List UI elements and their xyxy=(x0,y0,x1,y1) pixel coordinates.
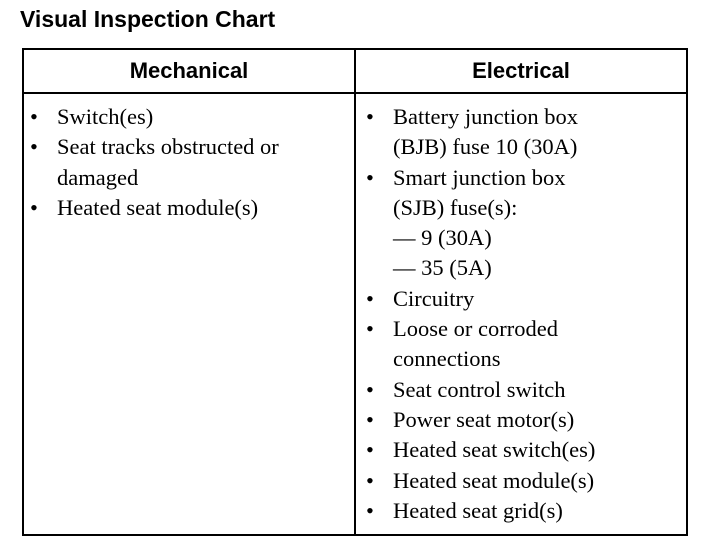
bullet: • xyxy=(366,285,374,311)
list-item: • Heated seat module(s) xyxy=(30,193,354,223)
page-title: Visual Inspection Chart xyxy=(20,6,276,32)
bullet: • xyxy=(366,406,374,432)
list-item: • Heated seat switch(es) xyxy=(366,435,686,465)
bullet: • xyxy=(366,497,374,523)
item-text: (BJB) fuse 10 (30A) xyxy=(393,134,578,160)
mechanical-header: Mechanical xyxy=(24,50,356,94)
item-text: Heated seat grid(s) xyxy=(393,497,563,523)
item-text: Heated seat switch(es) xyxy=(393,437,596,463)
item-text: Seat tracks obstructed or xyxy=(57,134,279,160)
list-item: • Loose or corroded connections xyxy=(366,314,686,375)
bullet: • xyxy=(366,316,374,342)
list-item: • Heated seat module(s) xyxy=(366,466,686,496)
list-item: • Battery junction box (BJB) fuse 10 (30… xyxy=(366,102,686,163)
item-text: Heated seat module(s) xyxy=(393,467,595,493)
list-item: • Seat tracks obstructed or damaged xyxy=(30,132,354,193)
electrical-header: Electrical xyxy=(356,50,686,94)
inspection-table: Mechanical Electrical • Switch(es) • Sea… xyxy=(22,48,688,536)
item-text: Heated seat module(s) xyxy=(57,194,259,220)
list-item: • Power seat motor(s) xyxy=(366,405,686,435)
item-text: Power seat motor(s) xyxy=(393,406,575,432)
mechanical-column: • Switch(es) • Seat tracks obstructed or… xyxy=(24,94,356,534)
bullet: • xyxy=(366,437,374,463)
bullet: • xyxy=(366,104,374,129)
item-text: Switch(es) xyxy=(57,104,154,129)
bullet: • xyxy=(30,104,38,129)
item-text: (SJB) fuse(s): xyxy=(393,194,518,220)
bullet: • xyxy=(30,134,38,160)
list-item: • Smart junction box (SJB) fuse(s): xyxy=(366,163,686,224)
item-text: damaged xyxy=(57,164,139,190)
bullet: • xyxy=(366,467,374,493)
item-text: Seat control switch xyxy=(393,376,566,402)
bullet: • xyxy=(366,376,374,402)
electrical-column: • Battery junction box (BJB) fuse 10 (30… xyxy=(356,94,686,534)
item-text: connections xyxy=(393,346,501,372)
sub-item: — 9 (30A) xyxy=(393,225,492,251)
list-item: • Circuitry xyxy=(366,284,686,314)
list-item: • Switch(es) xyxy=(30,102,354,132)
list-item: • Seat control switch xyxy=(366,375,686,405)
list-item: • Heated seat grid(s) xyxy=(366,496,686,526)
bullet: • xyxy=(366,164,374,190)
item-text: Battery junction box xyxy=(393,104,578,129)
bullet: • xyxy=(30,194,38,220)
sub-item: — 35 (5A) xyxy=(393,255,492,281)
item-text: Loose or corroded xyxy=(393,316,558,342)
item-text: Smart junction box xyxy=(393,164,566,190)
item-text: Circuitry xyxy=(393,285,475,311)
